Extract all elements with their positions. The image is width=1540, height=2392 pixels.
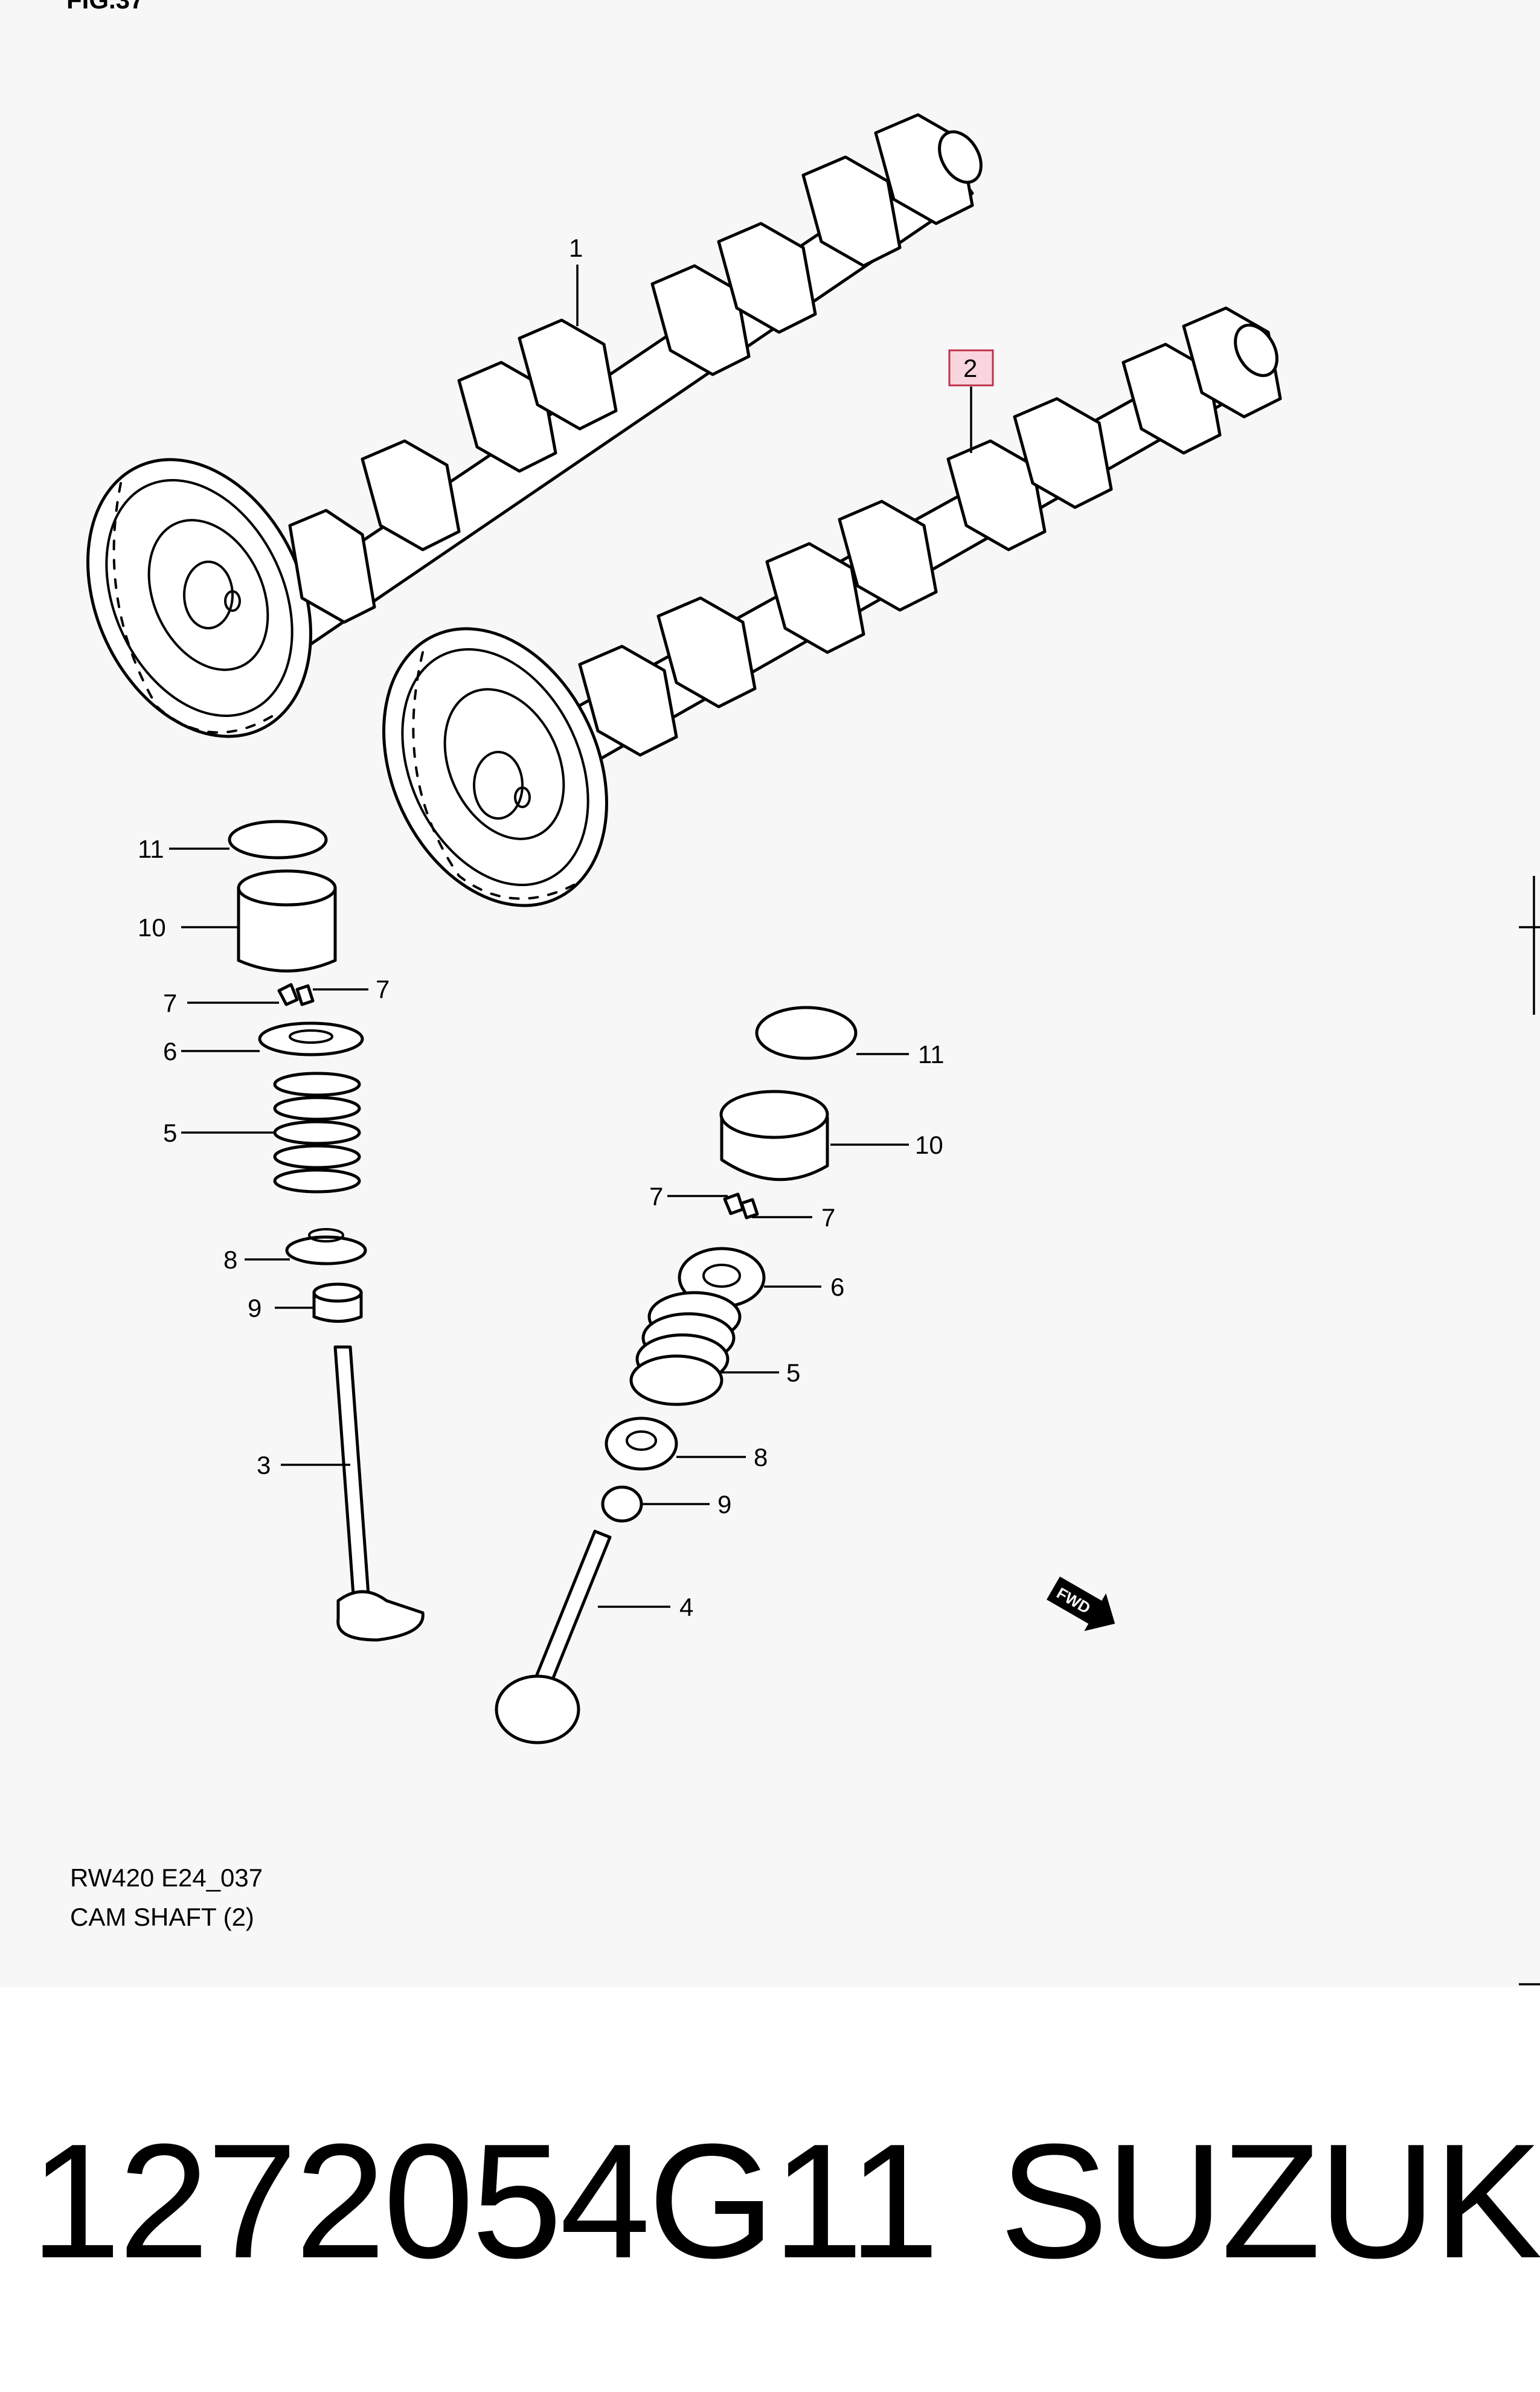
callout-7-right-a: 7 [649,1182,663,1210]
callout-7-left-b: 7 [376,975,390,1003]
camshaft-1[interactable] [45,113,989,773]
callout-8-right: 8 [754,1443,768,1471]
figure-header: FIG.37 [66,0,144,14]
callout-11-right: 11 [918,1040,945,1069]
callout-labels: 1 2 11 10 7 7 6 5 8 9 3 11 10 7 7 6 5 8 … [138,234,977,1621]
camshaft-2[interactable] [341,306,1285,942]
brand-name: SUZUKI [999,2111,1540,2292]
callout-5-left: 5 [163,1119,177,1147]
part-number: 1272054G11 [30,2111,939,2292]
callout-9-left: 9 [248,1294,261,1322]
right-valve-assembly[interactable] [495,1006,858,1744]
caption-code: RW420 E24_037 [70,1863,263,1892]
callout-10-left: 10 [138,913,166,942]
callout-6-left: 6 [163,1037,177,1066]
left-valve-assembly[interactable] [228,820,425,1642]
callout-7-right-b: 7 [821,1203,835,1232]
callout-11-left: 11 [138,835,164,863]
callout-7-left-a: 7 [163,989,177,1017]
parts-diagram: FIG.37 [45,0,1540,1985]
callout-8-left: 8 [223,1246,237,1274]
callout-5-right: 5 [786,1358,800,1387]
callout-2: 2 [963,354,977,382]
callout-10-right: 10 [915,1131,943,1159]
callout-4: 4 [679,1593,693,1621]
diagram-panel: FIG.37 [45,0,1540,1985]
fwd-arrow-icon: FWD [1047,1577,1115,1632]
highlight-box [948,349,994,387]
callout-9-right: 9 [717,1490,731,1519]
callout-1: 1 [569,234,583,262]
callout-3: 3 [257,1451,271,1479]
caption-title: CAM SHAFT (2) [70,1903,254,1931]
leader-lines [169,265,972,1608]
callout-6-right: 6 [830,1273,844,1301]
